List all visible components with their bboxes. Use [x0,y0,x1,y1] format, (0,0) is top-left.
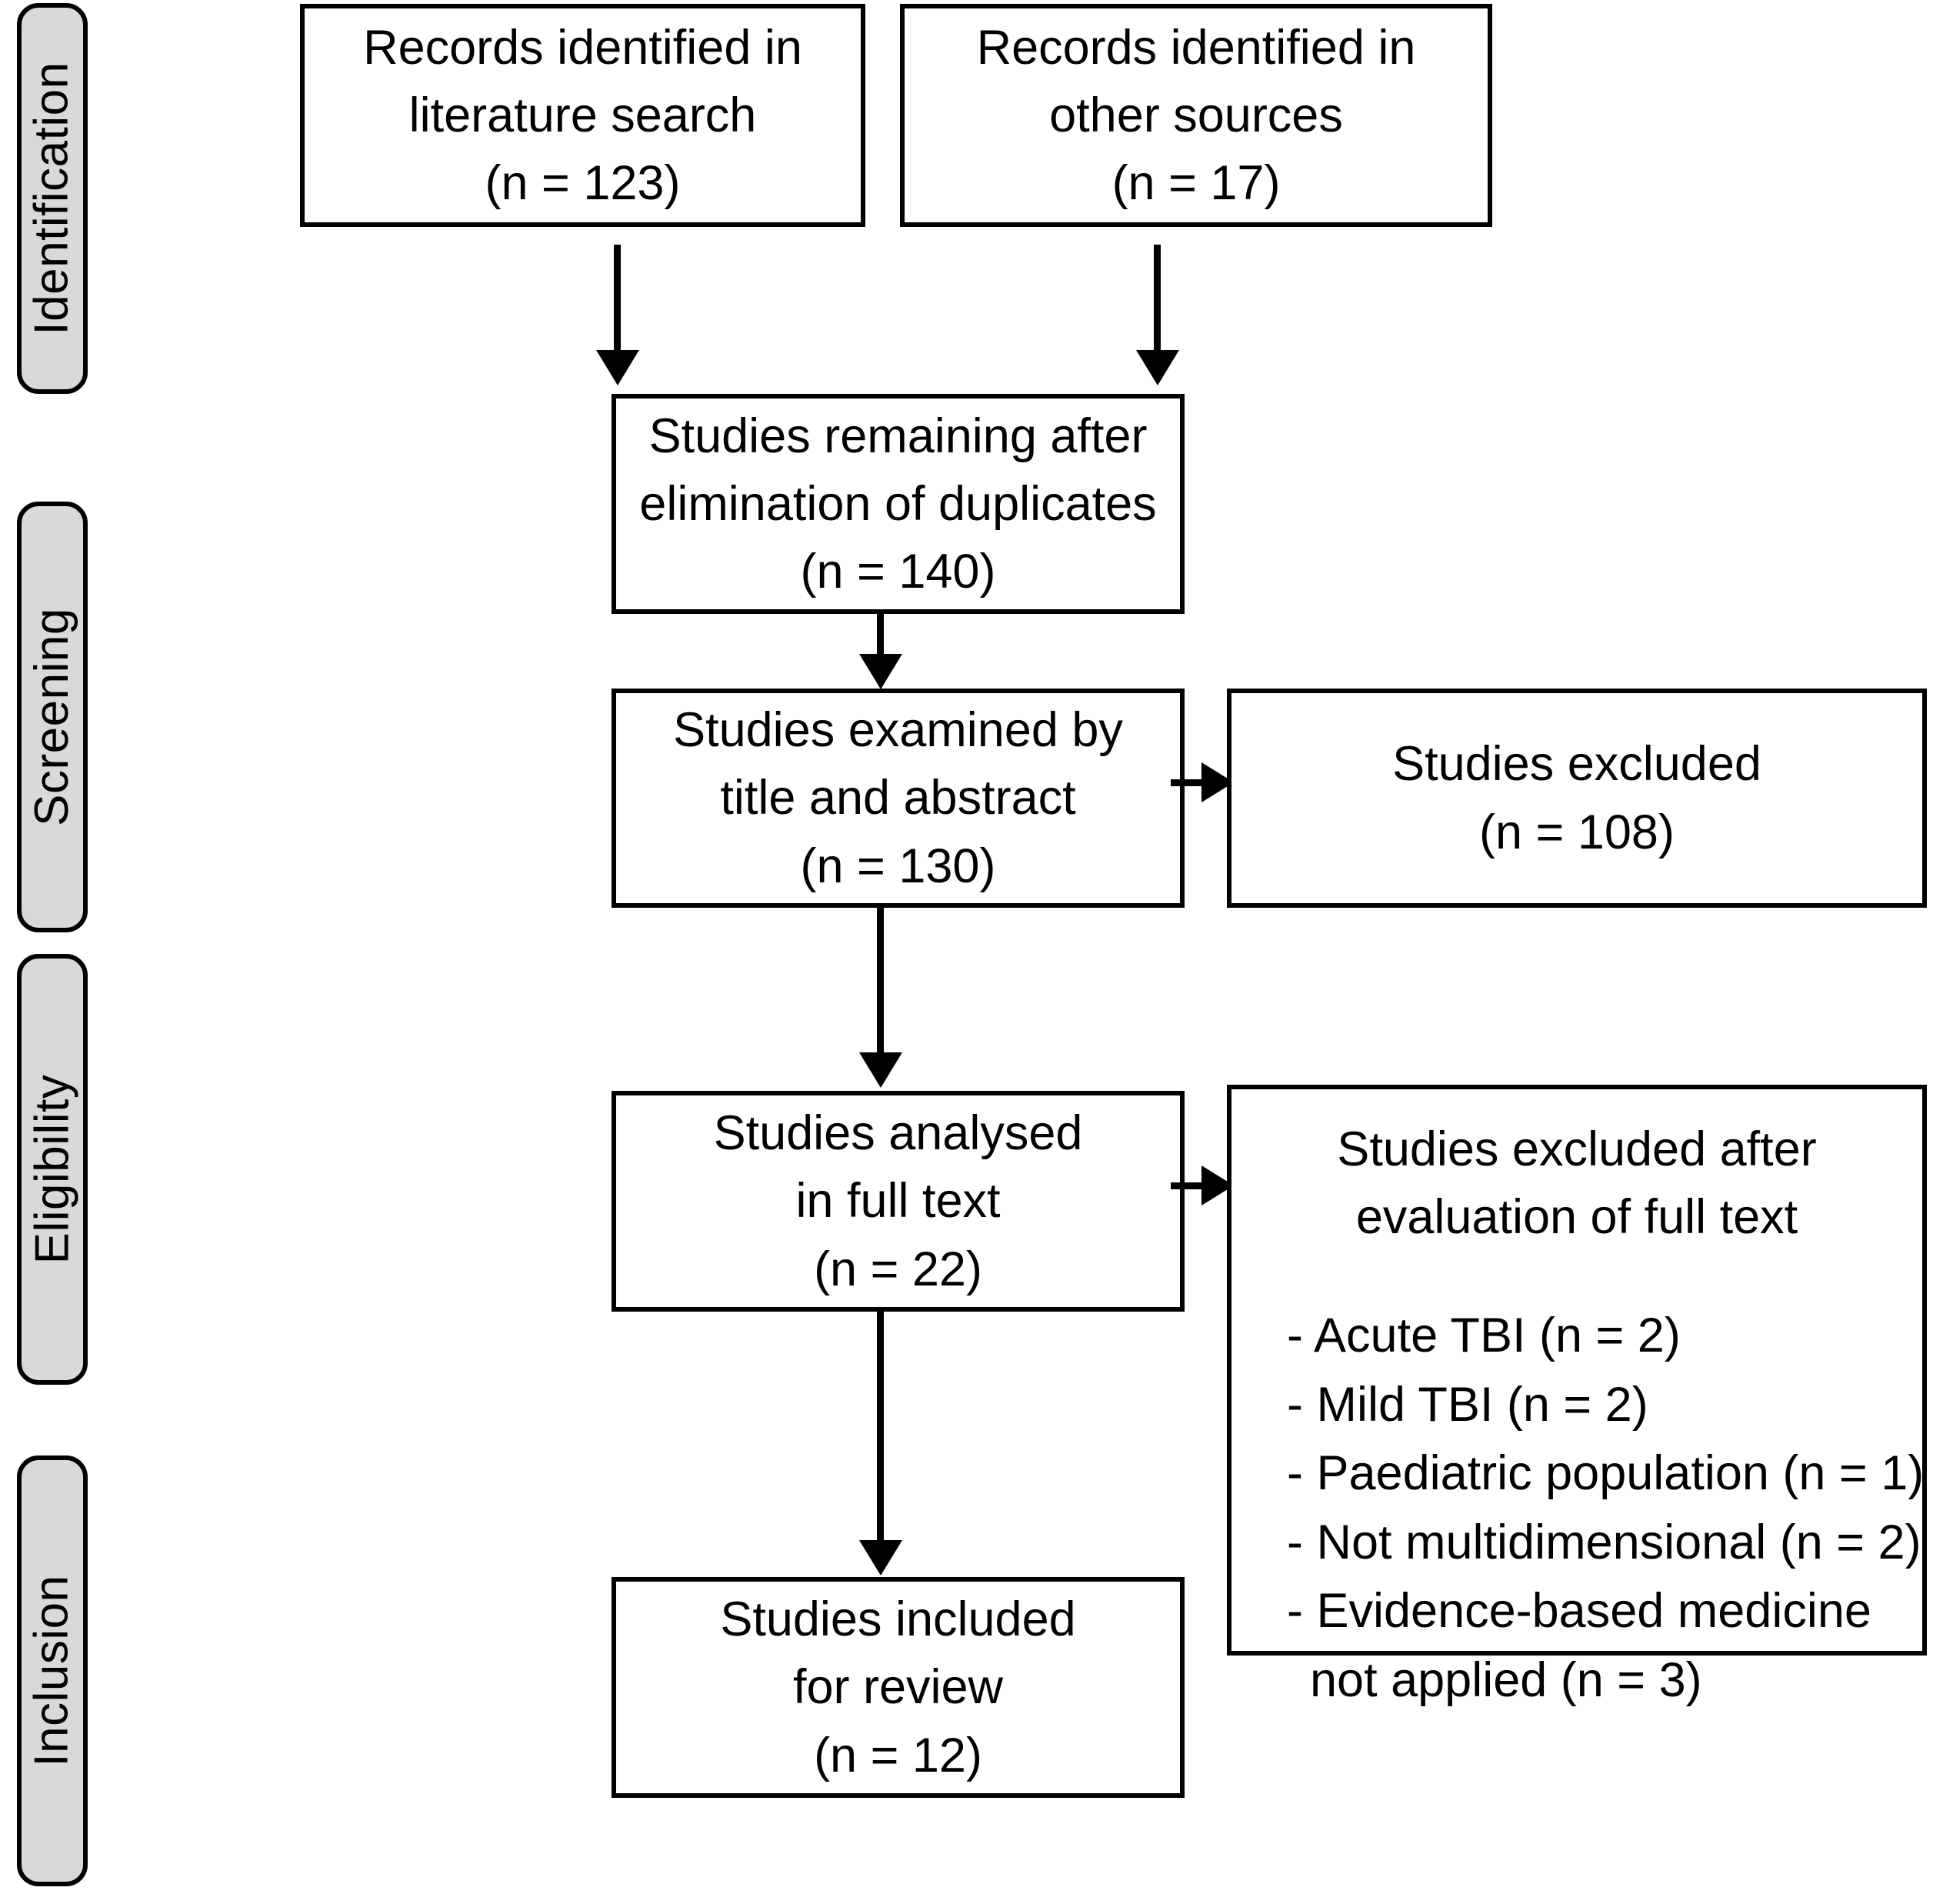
box-line: other sources [1049,88,1343,142]
box-records-literature: Records identified in literature search … [300,4,865,227]
box-count: (n = 140) [800,545,996,599]
box-studies-analysed-full-text: Studies analysed in full text (n = 22) [612,1091,1185,1312]
arrow-other-sources-to-duplicates [1154,245,1161,352]
arrow-analysed-to-included [877,1312,884,1542]
box-line: Studies examined by [673,703,1123,758]
stage-label-identification: Identification [25,62,78,335]
box-studies-after-duplicates: Studies remaining after elimination of d… [612,394,1185,614]
excluded-reason-item: - Mild TBI (n = 2) [1287,1377,1648,1432]
box-count: (n = 22) [814,1242,982,1296]
arrow-examined-to-excluded [1171,779,1208,786]
arrow-examined-to-analysed [877,908,884,1054]
box-line: Studies excluded after [1337,1122,1817,1176]
excluded-reason-list: - Acute TBI (n = 2) - Mild TBI (n = 2) -… [1231,1302,1925,1715]
box-line: in full text [795,1174,1001,1229]
arrow-other-sources-to-duplicates-head [1136,350,1179,385]
stage-label-screening: Screening [25,608,78,826]
box-studies-included-for-review: Studies included for review (n = 12) [612,1577,1185,1798]
box-studies-examined-title-abstract: Studies examined by title and abstract (… [612,689,1185,908]
stage-bar-inclusion: Inclusion [17,1456,88,1886]
box-line: Studies included [720,1592,1076,1647]
stage-bar-identification: Identification [17,3,88,394]
arrow-duplicates-to-examined [877,614,884,656]
arrow-duplicates-to-examined-head [859,654,902,689]
box-line: Studies excluded [1392,737,1761,792]
box-count: (n = 12) [814,1728,982,1782]
stage-label-inclusion: Inclusion [25,1575,79,1767]
box-line: Studies analysed [713,1106,1083,1161]
arrow-analysed-to-included-head [859,1540,902,1576]
excluded-reason-item: - Paediatric population (n = 1) [1287,1446,1925,1501]
box-line: elimination of duplicates [639,476,1157,531]
excluded-full-text-heading: Studies excluded after evaluation of ful… [1231,1115,1922,1251]
box-studies-excluded-screening: Studies excluded (n = 108) [1227,689,1927,908]
box-line: Records identified in [363,20,802,75]
box-count: (n = 123) [485,156,681,211]
box-line: literature search [408,88,757,142]
stage-label-eligibility: Eligibility [25,1074,79,1265]
box-studies-excluded-after-full-text: Studies excluded after evaluation of ful… [1227,1085,1927,1707]
excluded-reason-item: - Evidence-based medicine [1287,1584,1871,1639]
arrow-examined-to-analysed-head [859,1052,902,1088]
arrow-literature-to-duplicates [614,245,621,352]
box-line: Records identified in [976,20,1416,75]
box-count: (n = 108) [1479,805,1675,859]
box-line: evaluation of full text [1355,1190,1798,1245]
box-count: (n = 17) [1111,156,1281,211]
box-line: for review [792,1660,1004,1715]
arrow-literature-to-duplicates-head [596,350,639,385]
stage-bar-screening: Screening [17,502,88,932]
excluded-reason-item: - Acute TBI (n = 2) [1287,1309,1681,1363]
excluded-reason-item-continuation: not applied (n = 3) [1310,1652,1702,1707]
box-records-other-sources: Records identified in other sources (n =… [900,4,1492,227]
box-line: Studies remaining after [648,408,1148,463]
box-count: (n = 130) [800,839,996,893]
stage-bar-eligibility: Eligibility [17,954,88,1385]
arrow-analysed-to-excluded-full-text [1171,1182,1208,1189]
box-line: title and abstract [720,771,1076,825]
excluded-reason-item: - Not multidimensional (n = 2) [1287,1515,1921,1569]
